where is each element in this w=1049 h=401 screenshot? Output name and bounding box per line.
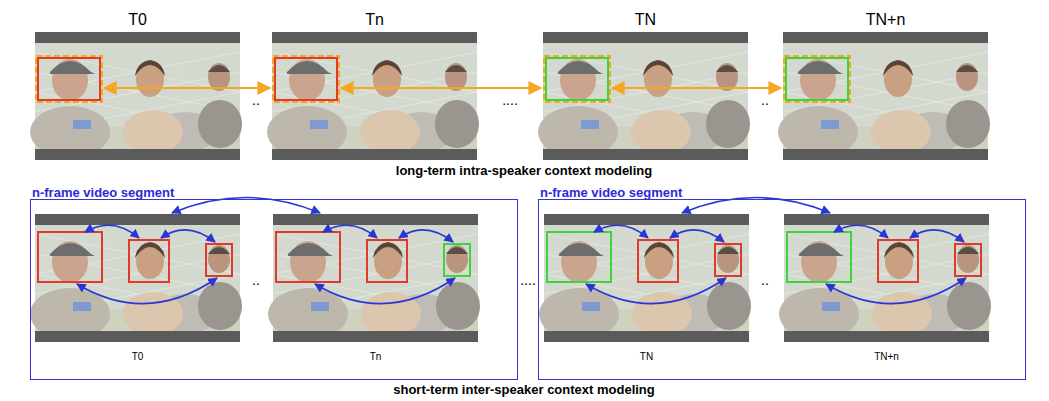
video-frame: T0 [35, 214, 240, 342]
video-frame: T0 [35, 32, 240, 160]
segment-box: n-frame video segmentT0Tn [30, 199, 518, 380]
frame-time-label: TN [640, 351, 653, 362]
frame-time-label: TN [635, 11, 656, 28]
segment-title: n-frame video segment [32, 185, 174, 200]
label-holder: TN [544, 346, 749, 364]
ellipsis: .... [503, 272, 553, 288]
video-frame: TN [544, 214, 749, 342]
video-frame: Tn [272, 32, 477, 160]
video-frame: Tn [273, 214, 478, 342]
row-caption: short-term inter-speaker context modelin… [174, 383, 874, 398]
frame-time-label: T0 [132, 351, 144, 362]
label-holder: TN+n [783, 11, 988, 29]
label-holder: T0 [35, 346, 240, 364]
frame-time-label: Tn [370, 351, 382, 362]
label-holder: n-frame video segment [540, 183, 682, 201]
label-holder: TN [543, 11, 748, 29]
segment-title: n-frame video segment [540, 185, 682, 200]
label-holder: T0 [35, 11, 240, 29]
ellipsis: .. [236, 272, 276, 288]
frame-time-label: TN+n [866, 11, 906, 28]
ellipsis: .. [236, 92, 276, 108]
ellipsis: .. [745, 272, 785, 288]
label-holder: TN+n [784, 346, 989, 364]
frame-time-label: Tn [365, 11, 384, 28]
segment-box: n-frame video segmentTNTN+n [538, 199, 1026, 380]
label-holder: Tn [272, 11, 477, 29]
ellipsis: .. [745, 92, 785, 108]
label-holder: Tn [273, 346, 478, 364]
video-frame: TN+n [783, 32, 988, 160]
ellipsis: .... [485, 92, 535, 108]
label-holder: n-frame video segment [32, 183, 174, 201]
row-caption: long-term intra-speaker context modeling [174, 164, 874, 179]
video-frame: TN [543, 32, 748, 160]
video-frame: TN+n [784, 214, 989, 342]
frame-time-label: TN+n [874, 351, 899, 362]
frame-time-label: T0 [128, 11, 147, 28]
